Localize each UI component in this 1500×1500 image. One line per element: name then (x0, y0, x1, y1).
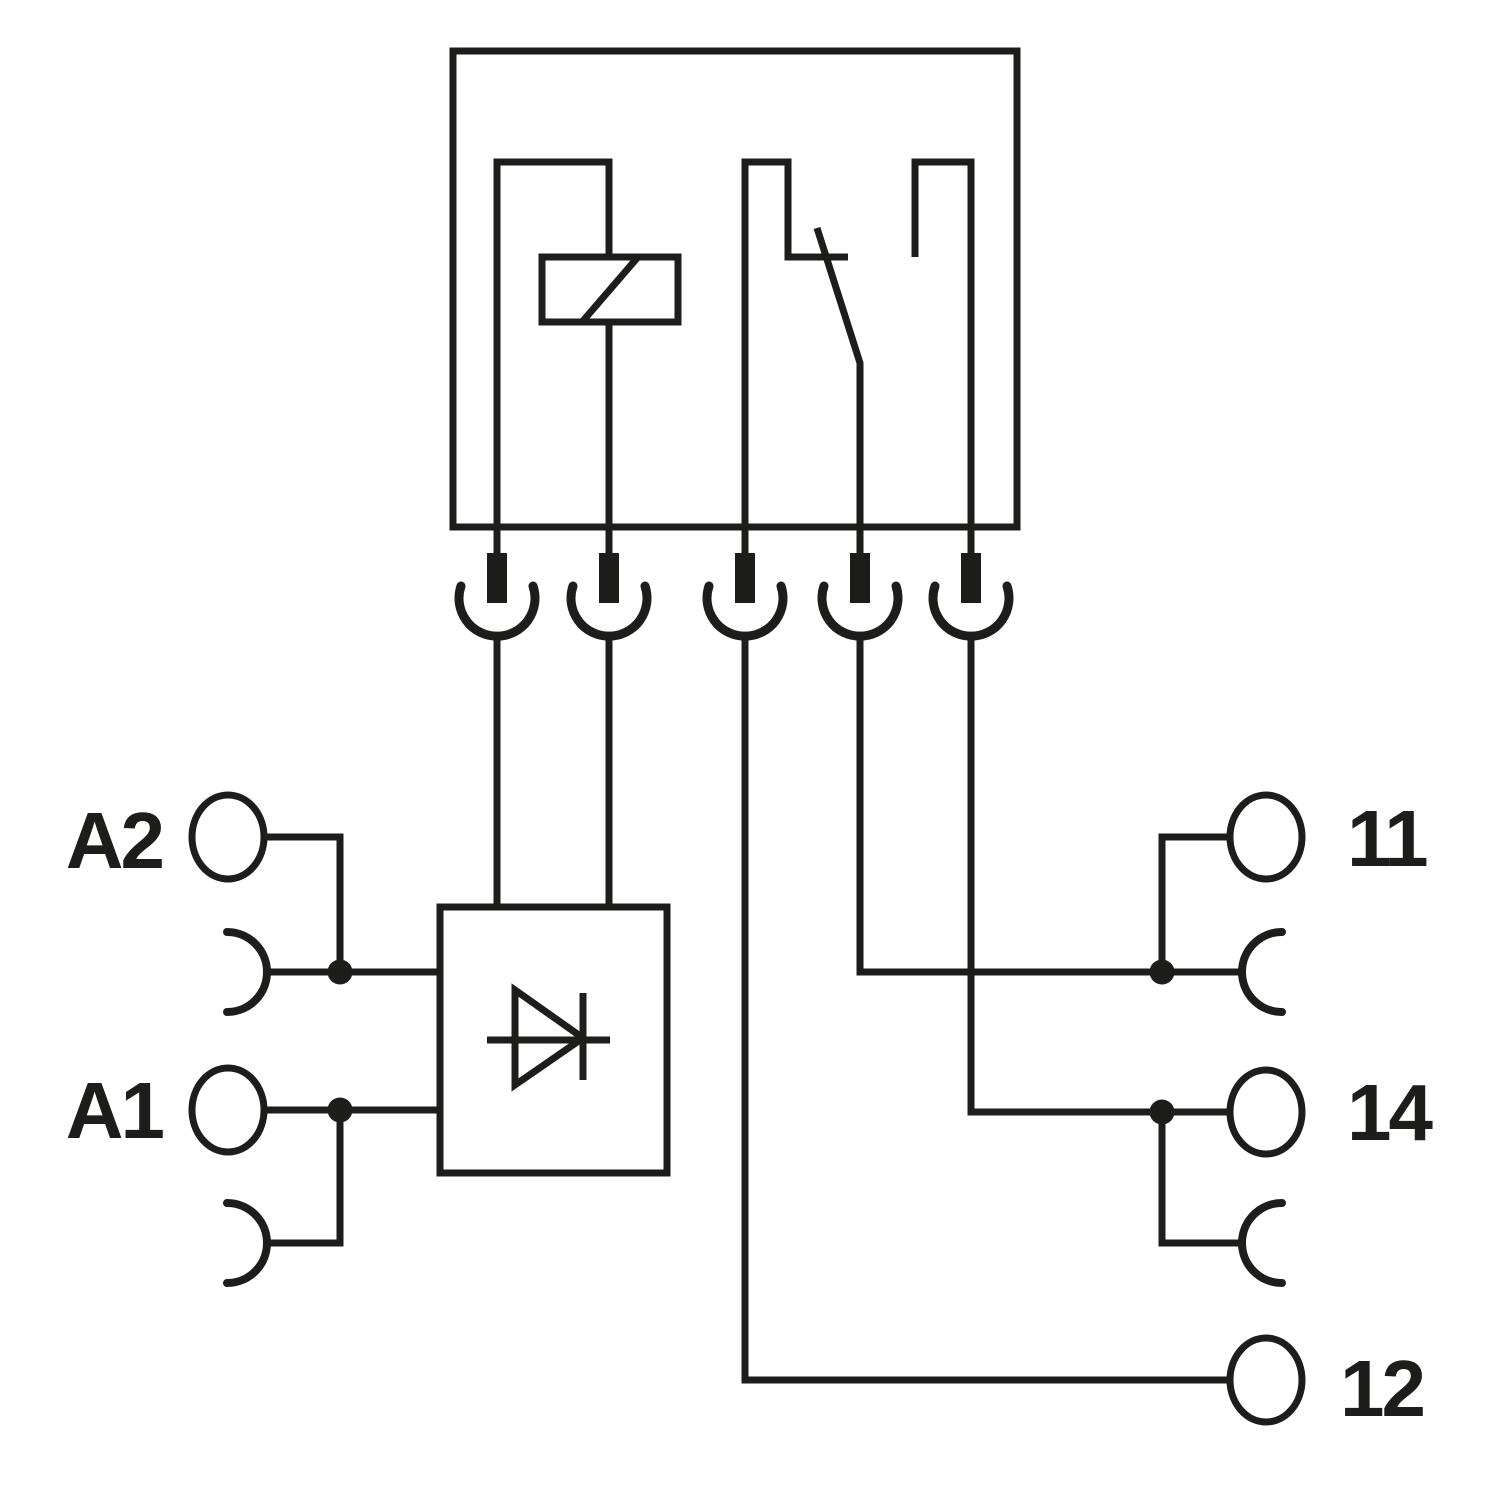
diode-triangle (511, 983, 590, 1092)
terminal-12: 12 (1226, 1334, 1426, 1433)
right-lower-socket (1238, 1199, 1286, 1287)
wiring (493, 636, 1242, 1384)
screw-terminal-icon (1226, 1334, 1306, 1426)
wire-pin3-to-terminal-12 (741, 636, 1230, 1384)
terminal-11: 11 (1149, 791, 1430, 985)
junction-dot-icon (1149, 959, 1175, 985)
plug-connector-3 (702, 527, 788, 641)
plug-pin-icon (487, 553, 507, 603)
coil-feed-wire (493, 158, 613, 556)
contact-moving-arm (813, 226, 864, 556)
plug-connector-4 (817, 527, 903, 641)
plug-socket-icon (1238, 1199, 1286, 1287)
plug-pin-icon (850, 553, 870, 603)
plug-socket-icon (1238, 928, 1286, 1016)
screw-terminal-icon (1226, 791, 1306, 883)
plug-pin-icon (735, 553, 755, 603)
wire-pin5-to-terminal-14 (967, 636, 1230, 1116)
input-circuit-box (436, 903, 671, 1177)
plug-connector-2 (566, 527, 652, 641)
screw-terminal-icon (1226, 1066, 1306, 1158)
terminal-a1-label: A1 (66, 1066, 164, 1155)
plug-connector-5 (928, 527, 1014, 641)
screw-terminal-icon (188, 791, 268, 883)
plug-connector-1 (454, 527, 540, 641)
relay-coil-branch (493, 158, 682, 556)
plug-connector-row (454, 527, 1014, 641)
contact-common-wire (741, 158, 848, 556)
terminal-11-label: 11 (1347, 794, 1427, 883)
terminal-12-label: 12 (1340, 1344, 1423, 1433)
junction-dot-icon (327, 959, 353, 985)
device-outline-rect (449, 47, 1021, 531)
left-upper-socket (223, 928, 440, 1016)
input-box-rect (436, 903, 671, 1177)
plug-pin-icon (599, 553, 619, 603)
device-outline-box (449, 47, 1021, 531)
relay-contact-icon (813, 226, 864, 556)
terminal-14-label: 14 (1347, 1068, 1433, 1157)
wire-11-to-junction (1158, 833, 1230, 972)
relay-coil-icon (538, 253, 682, 326)
terminal-14: 14 (1149, 1066, 1436, 1247)
terminal-a2-label: A2 (66, 796, 163, 885)
terminal-a1: A1 (66, 1064, 440, 1247)
terminal-a2: A2 (66, 791, 344, 972)
protection-diode-icon (487, 983, 610, 1092)
relay-contact-branch (741, 158, 975, 556)
contact-nc-stub-wire (911, 158, 975, 556)
coil-body-rect (538, 253, 682, 326)
wire-a1-to-lower-socket (267, 1110, 344, 1247)
wire-14-to-lower-socket (1158, 1112, 1242, 1247)
plug-pin-icon (961, 553, 981, 603)
left-lower-socket (223, 1199, 271, 1287)
wire-a2-to-junction (264, 833, 344, 972)
right-upper-socket (1238, 928, 1286, 1016)
plug-socket-icon (223, 928, 271, 1016)
coil-diagonal-line (579, 254, 641, 325)
screw-terminal-icon (188, 1064, 268, 1156)
plug-socket-icon (223, 1199, 271, 1287)
wire-pin4-to-terminal-11 (856, 636, 1242, 976)
